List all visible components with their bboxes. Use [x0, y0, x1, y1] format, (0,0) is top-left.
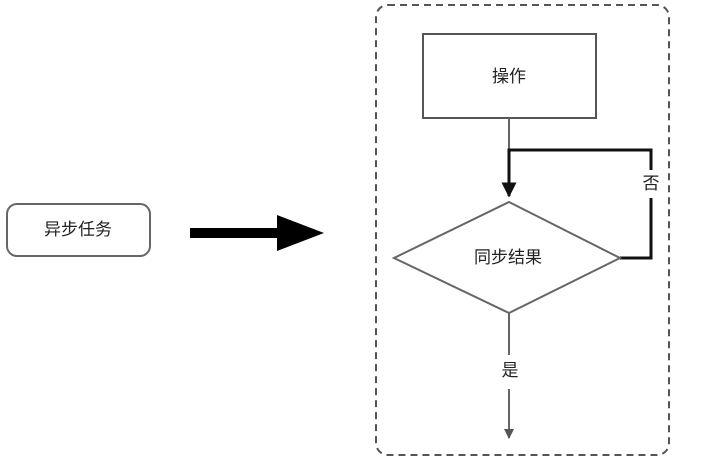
- operation-label: 操作: [492, 67, 526, 87]
- async-task-node: [6, 203, 151, 257]
- no-label: 否: [643, 174, 660, 194]
- no-label-background: [637, 170, 665, 198]
- yes-label: 是: [502, 361, 519, 381]
- transition-arrow-head: [277, 215, 324, 251]
- operation-node: [422, 33, 597, 119]
- sync-process-container: [375, 4, 670, 456]
- retry-loop-line: [501, 148, 653, 260]
- sync-result-label: 同步结果: [474, 248, 542, 268]
- async-task-label: 异步任务: [44, 220, 112, 240]
